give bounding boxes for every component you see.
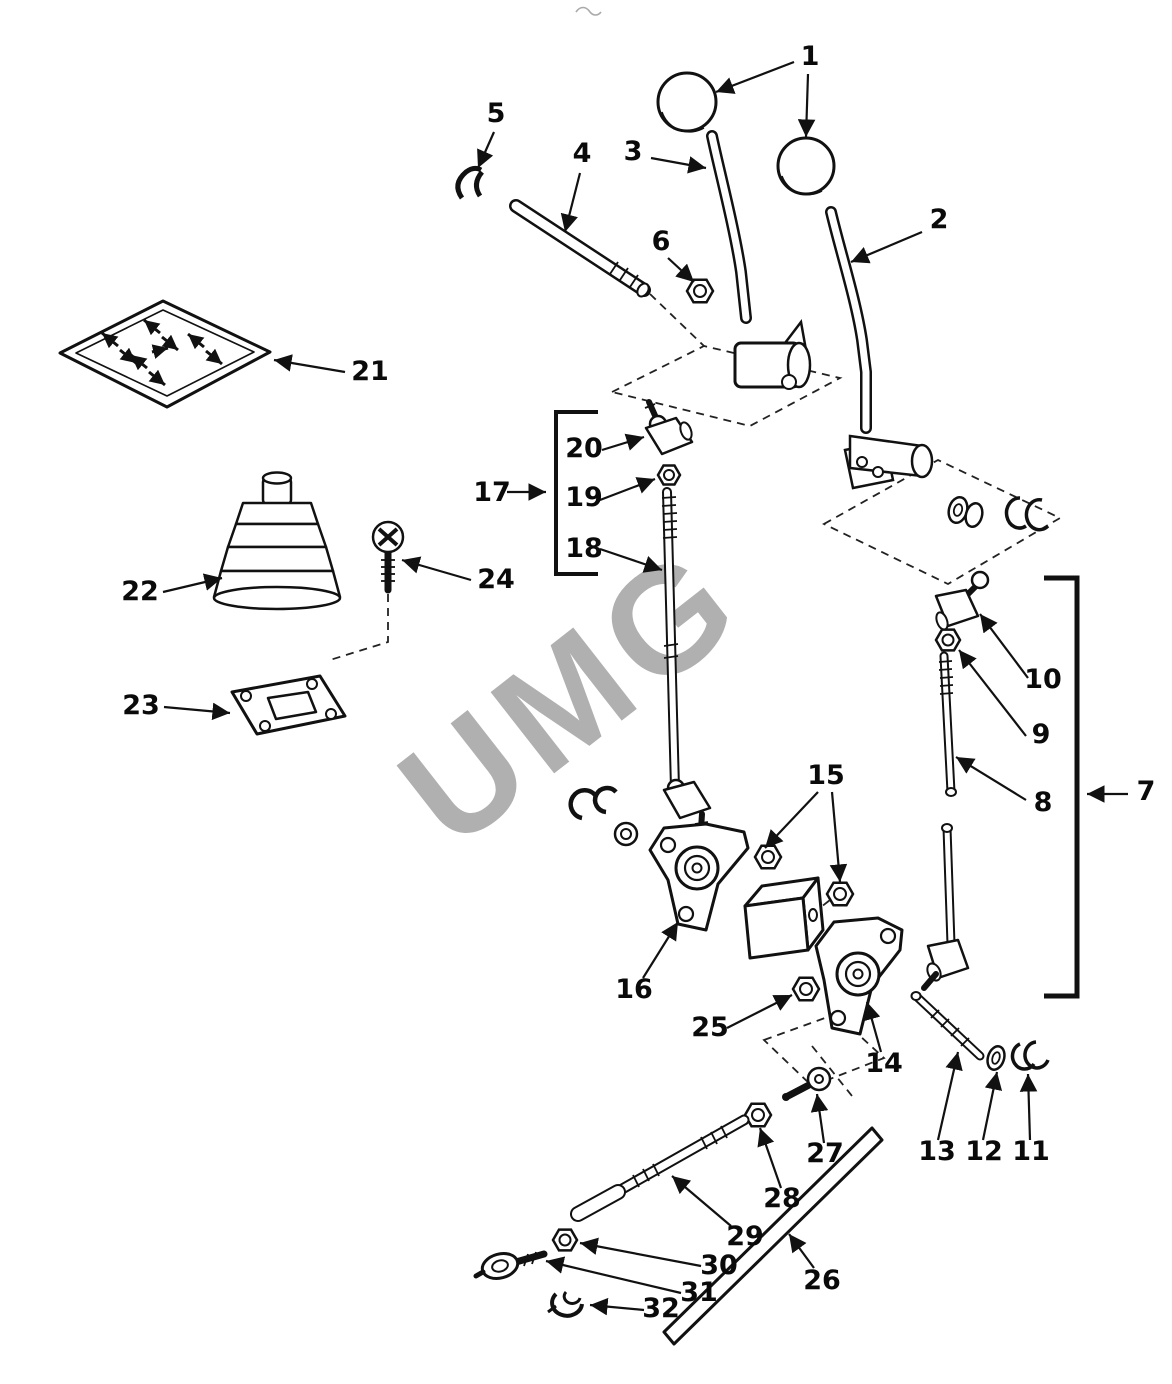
cube-block [743, 876, 825, 960]
page-mark [575, 6, 602, 16]
boot-22 [212, 471, 342, 611]
part-label-22: 22 [121, 576, 159, 607]
shift-pattern-plate-21 [58, 299, 272, 409]
part-label-21: 21 [351, 356, 389, 387]
bracket-7 [1044, 575, 1080, 999]
nut-15a [753, 844, 783, 870]
plate-23 [230, 674, 347, 736]
rod-end-31 [473, 1250, 548, 1280]
part-label-5: 5 [487, 98, 506, 129]
part-label-3: 3 [624, 136, 643, 167]
part-label-6: 6 [652, 226, 671, 257]
part-labels: 1 2 3 4 5 6 7 8 9 10 11 12 13 14 15 16 1… [121, 41, 1155, 1324]
part-label-16: 16 [615, 974, 653, 1005]
part-label-20: 20 [565, 433, 603, 464]
rod-29 [570, 1114, 750, 1222]
clip-5 [455, 165, 484, 200]
part-label-15: 15 [807, 760, 845, 791]
ball-joint-20 [644, 399, 694, 456]
screw-24 [371, 520, 405, 594]
clip-11 [1010, 1040, 1050, 1071]
nut-25 [791, 976, 821, 1002]
lever-16 [648, 822, 750, 932]
part-label-11: 11 [1012, 1136, 1050, 1167]
shift-knob-a [656, 71, 718, 133]
part-label-31: 31 [680, 1277, 718, 1308]
ball-joint-10 [934, 570, 990, 631]
nut-15b [825, 881, 855, 907]
shift-lever-2 [825, 206, 934, 490]
nut-30 [551, 1228, 579, 1252]
part-label-9: 9 [1032, 719, 1051, 750]
pin-27 [782, 1066, 832, 1101]
nut-19 [656, 464, 682, 486]
rod-8-lower [921, 823, 970, 991]
leader-arrows [162, 60, 1128, 1316]
shift-lever-3 [706, 130, 812, 390]
watermark-text: UMG [369, 511, 772, 877]
part-label-26: 26 [803, 1265, 841, 1296]
bracket-26 [662, 1126, 884, 1346]
part-label-23: 23 [122, 690, 160, 721]
rod-13 [910, 991, 985, 1061]
mid-clips [568, 785, 639, 847]
part-label-4: 4 [573, 138, 592, 169]
part-label-27: 27 [806, 1138, 844, 1169]
part-label-10: 10 [1024, 664, 1062, 695]
part-label-30: 30 [700, 1250, 738, 1281]
part-label-2: 2 [930, 204, 949, 235]
washer-12 [986, 1045, 1006, 1071]
shift-pattern-arrows [101, 318, 223, 387]
bracket-17 [554, 410, 598, 576]
part-label-12: 12 [965, 1136, 1003, 1167]
rod-4 [509, 199, 651, 298]
part-label-1: 1 [801, 41, 820, 72]
part-label-18: 18 [565, 533, 603, 564]
part-label-17: 17 [473, 477, 511, 508]
part-label-8: 8 [1034, 787, 1053, 818]
lever-14 [814, 916, 904, 1036]
shift-knob-b [776, 136, 836, 196]
part-label-13: 13 [918, 1136, 956, 1167]
rod-18 [661, 487, 680, 793]
clip-32 [547, 1290, 584, 1318]
part-label-28: 28 [763, 1183, 801, 1214]
part-label-7: 7 [1137, 776, 1156, 807]
rod-8 [938, 651, 957, 797]
part-label-32: 32 [642, 1293, 680, 1324]
nut-28 [743, 1102, 773, 1128]
construction-lines [329, 293, 1062, 1097]
part-label-19: 19 [565, 482, 603, 513]
part-label-25: 25 [691, 1012, 729, 1043]
part-label-29: 29 [726, 1221, 764, 1252]
pivot-washers [947, 495, 1050, 532]
part-label-24: 24 [477, 564, 515, 595]
nut-9 [934, 628, 962, 652]
nut-6 [685, 278, 715, 304]
part-label-14: 14 [865, 1048, 903, 1079]
